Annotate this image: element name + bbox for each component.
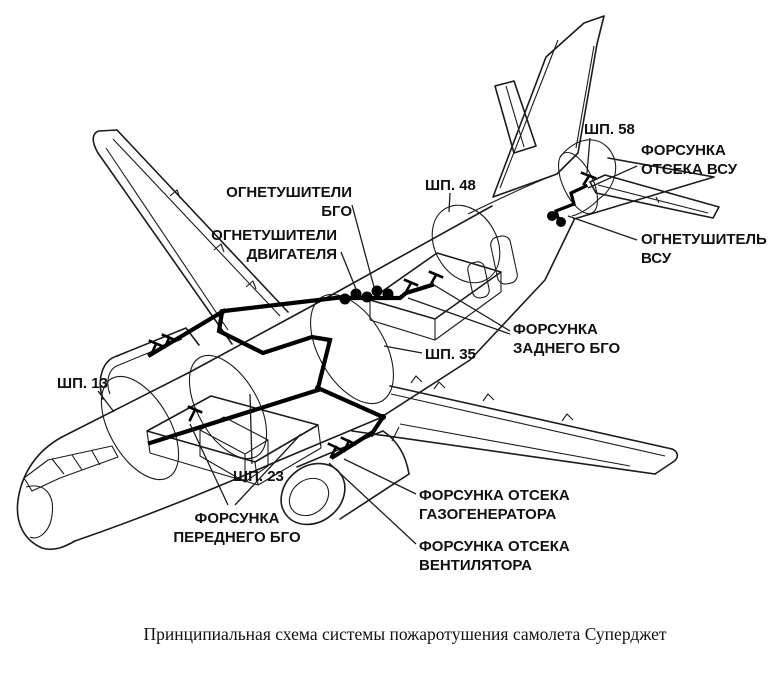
label-fan-nozzle-2: ВЕНТИЛЯТОРА [419, 557, 532, 574]
apu-nozzle-icon [580, 171, 597, 186]
left-wing [92, 129, 289, 345]
front-bgo-nozzle-icon [187, 405, 203, 422]
bottle-feed-pipe [221, 294, 347, 314]
service-door [490, 235, 518, 285]
fuselage [16, 151, 599, 551]
rear-bgo-pipe [343, 282, 435, 301]
bottle-icon [382, 288, 394, 300]
nozzle-tees [148, 171, 597, 459]
pipe-joint [219, 309, 225, 315]
fire-suppression-piping [147, 171, 597, 460]
nacelle-nozzle-icon [327, 436, 357, 459]
label-apu-nozzle-2: ОТСЕКА ВСУ [641, 161, 738, 178]
label-front-bgo-nozzle-2: ПЕРЕДНЕГО БГО [173, 529, 301, 546]
right-stabilizer [589, 174, 720, 219]
label-engine-extinguishers-2: ДВИГАТЕЛЯ [247, 246, 337, 263]
left-stabilizer [494, 80, 537, 154]
apu-pipe [554, 183, 589, 223]
apu-bottle-icon [556, 217, 566, 227]
apu-bottle-icon [547, 211, 557, 221]
pipe-joint [315, 385, 321, 391]
label-fan-nozzle: ФОРСУНКА ОТСЕКА [419, 538, 570, 555]
label-rear-bgo-nozzle-2: ЗАДНЕГО БГО [513, 340, 621, 357]
labels: ОГНЕТУШИТЕЛИ БГО ОГНЕТУШИТЕЛИ ДВИГАТЕЛЯ … [57, 121, 767, 644]
label-front-bgo-nozzle: ФОРСУНКА [195, 510, 280, 527]
rear-cargo-bay [369, 252, 502, 341]
vertical-fin [467, 15, 605, 215]
label-bgo-extinguishers-2: БГО [321, 203, 352, 220]
service-door-2 [467, 261, 490, 299]
leader-lines [97, 137, 638, 545]
aircraft-drawing [16, 15, 720, 551]
left-engine-nacelle [99, 327, 200, 400]
label-frame-23: ШП. 23 [233, 468, 284, 485]
label-frame-48: ШП. 48 [425, 177, 476, 194]
label-engine-extinguishers: ОГНЕТУШИТЕЛИ [211, 227, 337, 244]
bottle-icon [339, 293, 351, 305]
pipe-joint [380, 414, 386, 420]
label-bgo-extinguishers: ОГНЕТУШИТЕЛИ [226, 184, 352, 201]
bottle-icon [371, 285, 383, 297]
extinguisher-bottles [219, 211, 566, 420]
cockpit-windows [23, 445, 119, 492]
label-apu-nozzle: ФОРСУНКА [641, 142, 726, 159]
label-apu-extinguisher-2: ВСУ [641, 250, 672, 267]
bottle-icon [361, 291, 373, 303]
label-gas-generator-nozzle: ФОРСУНКА ОТСЕКА [419, 487, 570, 504]
label-frame-35: ШП. 35 [425, 346, 476, 363]
rear-bgo-nozzle-icon [403, 270, 444, 294]
label-frame-58: ШП. 58 [584, 121, 635, 138]
label-gas-generator-nozzle-2: ГАЗОГЕНЕРАТОРА [419, 506, 557, 523]
front-cargo-pipe [147, 387, 321, 446]
label-apu-extinguisher: ОГНЕТУШИТЕЛЬ [641, 231, 767, 248]
label-frame-13: ШП. 13 [57, 375, 108, 392]
bottle-icon [350, 288, 362, 300]
diagram-caption: Принципиальная схема системы пожаротушен… [143, 624, 666, 644]
right-engine-nacelle [280, 420, 410, 526]
label-rear-bgo-nozzle: ФОРСУНКА [513, 321, 598, 338]
right-wing [351, 375, 679, 475]
tail-cone [559, 139, 715, 220]
main-pipe-run [147, 307, 387, 460]
left-engine-nozzle-icon [148, 333, 177, 355]
